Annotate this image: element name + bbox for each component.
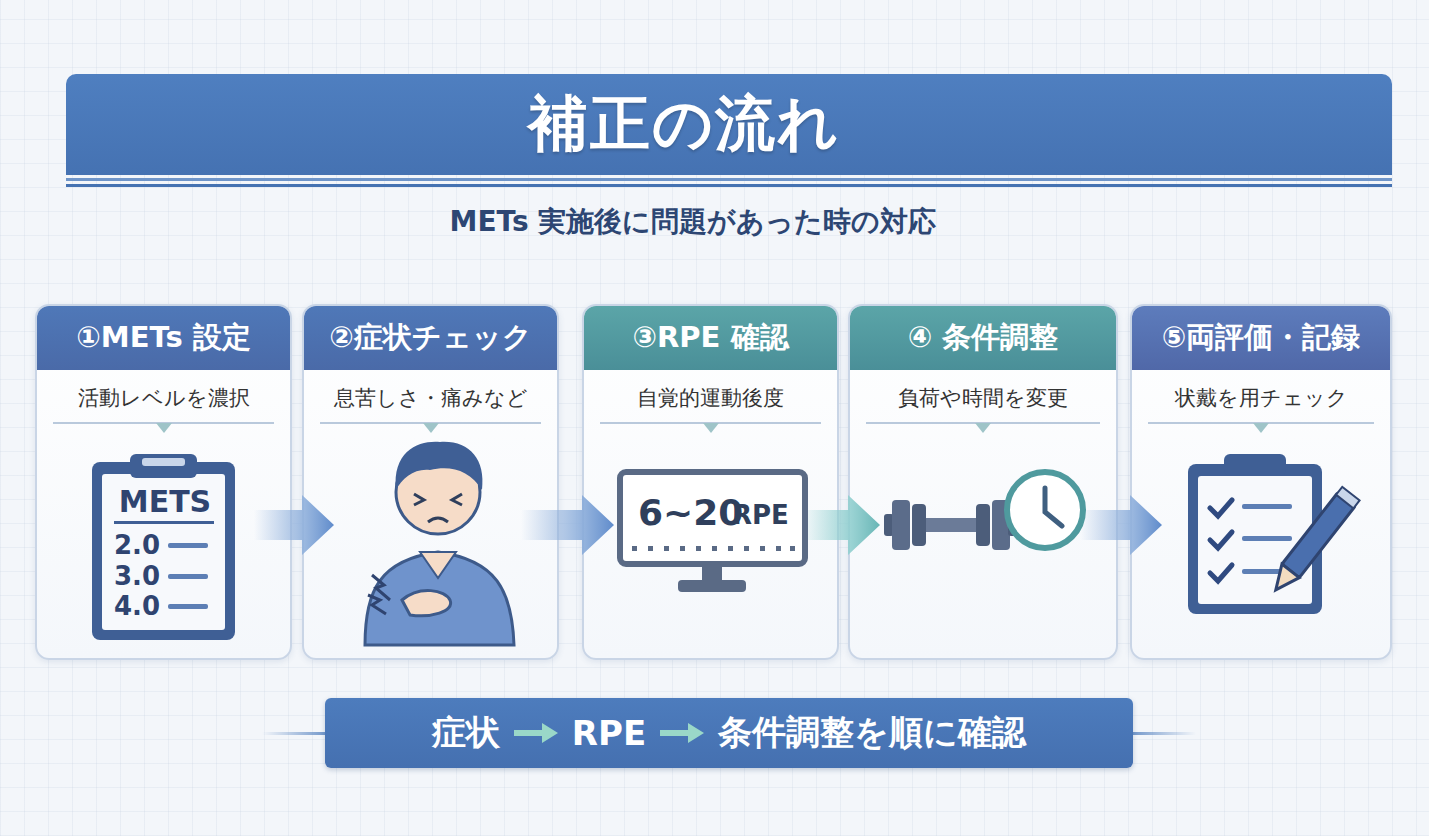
illustration-text: 4.0	[114, 591, 160, 621]
illustration-text: 2.0	[114, 530, 160, 560]
band-arrow	[514, 721, 558, 745]
title-text: 補正の流れ	[528, 84, 840, 165]
band-text: RPE	[572, 713, 646, 753]
band-arrow-shape	[514, 723, 558, 743]
dumbbell-clock-icon	[884, 472, 1083, 550]
card-heading-text: ⑤両評価・記録	[1162, 318, 1361, 358]
band-text: 条件調整を順に確認	[718, 710, 1026, 756]
clipboard-icon	[92, 454, 235, 640]
band-arrow	[660, 721, 704, 745]
card-heading-text: ④ 条件調整	[908, 318, 1059, 358]
card-heading: ②症状チェック	[304, 306, 557, 370]
step-card: ④ 条件調整負荷や時間を変更	[848, 304, 1118, 660]
step-card: ⑤両評価・記録状戴を用チェック	[1130, 304, 1392, 660]
banner-rule	[66, 184, 1392, 187]
title-banner: 補正の流れ	[66, 74, 1392, 175]
card-pointer	[1253, 423, 1269, 433]
card-heading: ①METs 設定	[37, 306, 290, 370]
checklist-icon	[1188, 454, 1360, 614]
card-heading-text: ③RPE 確認	[632, 318, 788, 358]
card-description: 息苦しさ・痛みなど	[304, 384, 557, 412]
person-icon	[365, 442, 514, 645]
card-description: 活動レベルを濃択	[37, 384, 290, 412]
card-heading: ③RPE 確認	[584, 306, 837, 370]
card-pointer	[156, 423, 172, 433]
card-pointer	[703, 423, 719, 433]
card-pointer	[423, 423, 439, 433]
banner-rule	[66, 178, 1392, 181]
flow-arrow	[254, 495, 334, 555]
card-pointer	[975, 423, 991, 433]
illustration-text: RPE	[732, 500, 789, 530]
step-card: ③RPE 確認自覚的運動後度	[582, 304, 839, 660]
card-heading-text: ①METs 設定	[76, 318, 251, 358]
band-arrow-shape	[660, 723, 704, 743]
band-rule	[262, 732, 328, 735]
illustration-text: METS	[119, 484, 211, 519]
card-heading-text: ②症状チェック	[329, 318, 532, 358]
card-description: 自覚的運動後度	[584, 384, 837, 412]
step-card: ①METs 設定活動レベルを濃択	[35, 304, 292, 660]
card-heading: ④ 条件調整	[850, 306, 1116, 370]
illustration-text: 3.0	[114, 561, 160, 591]
illustration-text: 6~20	[638, 492, 743, 533]
step-card: ②症状チェック息苦しさ・痛みなど	[302, 304, 559, 660]
band-text: 症状	[432, 710, 500, 756]
subtitle-text: METs 実施後に問題があった時の対応	[450, 203, 937, 241]
card-description: 負荷や時間を変更	[850, 384, 1116, 412]
band-rule	[1130, 732, 1196, 735]
card-description: 状戴を用チェック	[1132, 384, 1390, 412]
flow-arrow	[1080, 495, 1162, 555]
card-heading: ⑤両評価・記録	[1132, 306, 1390, 370]
summary-band: 症状 RPE 条件調整を順に確認	[325, 698, 1133, 768]
flow-arrow	[801, 495, 880, 555]
flow-arrow	[521, 495, 614, 555]
monitor-icon	[620, 472, 805, 592]
